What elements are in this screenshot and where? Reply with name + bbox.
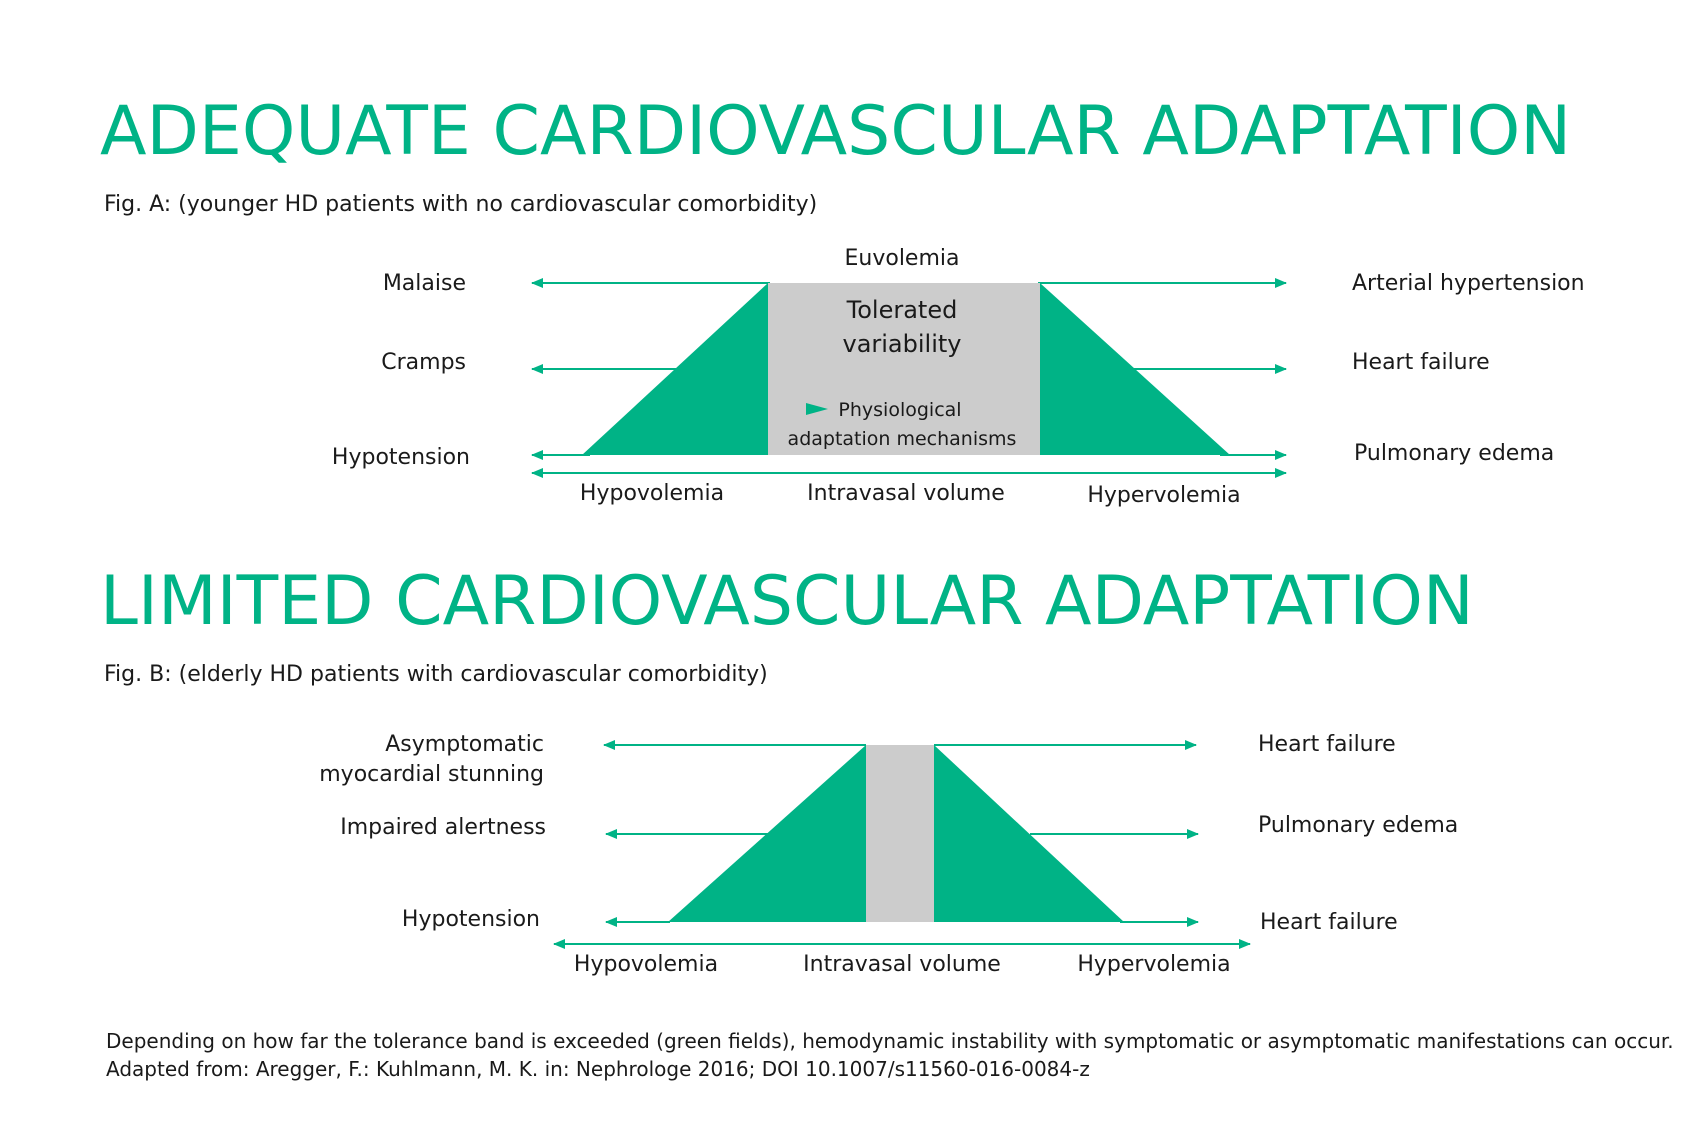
fig-a-green-field-right <box>1040 283 1230 455</box>
fig-a-right-label-1: Arterial hypertension <box>1352 271 1585 296</box>
fig-b-right-label-3: Heart failure <box>1260 910 1398 935</box>
fig-a-left-label-1: Malaise <box>383 271 466 296</box>
fig-b-axis-left-label: Hypovolemia <box>574 952 718 977</box>
fig-a-mechanism-line2: adaptation mechanisms <box>788 428 1017 450</box>
fig-b-axis-center-label: Intravasal volume <box>803 952 1001 977</box>
fig-a-axis-left-label: Hypovolemia <box>580 481 724 506</box>
fig-a-tolerance-band <box>768 283 1040 455</box>
fig-b-left-label-1-line2: myocardial stunning <box>319 762 544 787</box>
fig-a-left-label-3: Hypotension <box>332 445 470 470</box>
fig-a-title: ADEQUATE CARDIOVASCULAR ADAPTATION <box>100 92 1572 171</box>
caption-line-2: Adapted from: Aregger, F.: Kuhlmann, M. … <box>106 1057 1090 1081</box>
fig-b-left-label-3: Hypotension <box>402 907 540 932</box>
fig-b-green-field-left <box>668 745 866 922</box>
fig-b-tolerance-band <box>866 745 934 922</box>
fig-b-left-label-2: Impaired alertness <box>340 815 546 840</box>
fig-b-diagram: Asymptomatic myocardial stunning Impaire… <box>319 732 1458 977</box>
caption-line-1: Depending on how far the tolerance band … <box>106 1029 1674 1053</box>
fig-a-mechanism-marker-icon <box>806 403 828 415</box>
fig-b-left-label-1-line1: Asymptomatic <box>385 732 544 757</box>
fig-b-axis-right-label: Hypervolemia <box>1077 952 1230 977</box>
fig-a-subtitle: Fig. A: (younger HD patients with no car… <box>104 192 818 217</box>
fig-a-axis-center-label: Intravasal volume <box>807 481 1005 506</box>
fig-a-mechanism-line1: Physiological <box>838 399 961 421</box>
fig-a-top-label: Euvolemia <box>845 246 960 271</box>
fig-a-right-label-2: Heart failure <box>1352 350 1490 375</box>
fig-a-band-label-line1: Tolerated <box>846 296 958 324</box>
fig-b-right-label-1: Heart failure <box>1258 732 1396 757</box>
fig-b-subtitle: Fig. B: (elderly HD patients with cardio… <box>104 662 768 687</box>
fig-a-right-label-3: Pulmonary edema <box>1354 441 1554 466</box>
fig-a-band-label-line2: variability <box>842 330 961 358</box>
fig-b-green-field-right <box>934 745 1124 922</box>
fig-a-diagram: Euvolemia Tolerated variability Physiolo… <box>332 246 1585 508</box>
fig-b-title: LIMITED CARDIOVASCULAR ADAPTATION <box>100 562 1474 641</box>
fig-a-axis-right-label: Hypervolemia <box>1087 483 1240 508</box>
fig-a-green-field-left <box>582 283 768 455</box>
fig-b-right-label-2: Pulmonary edema <box>1258 813 1458 838</box>
fig-a-left-label-2: Cramps <box>381 350 466 375</box>
